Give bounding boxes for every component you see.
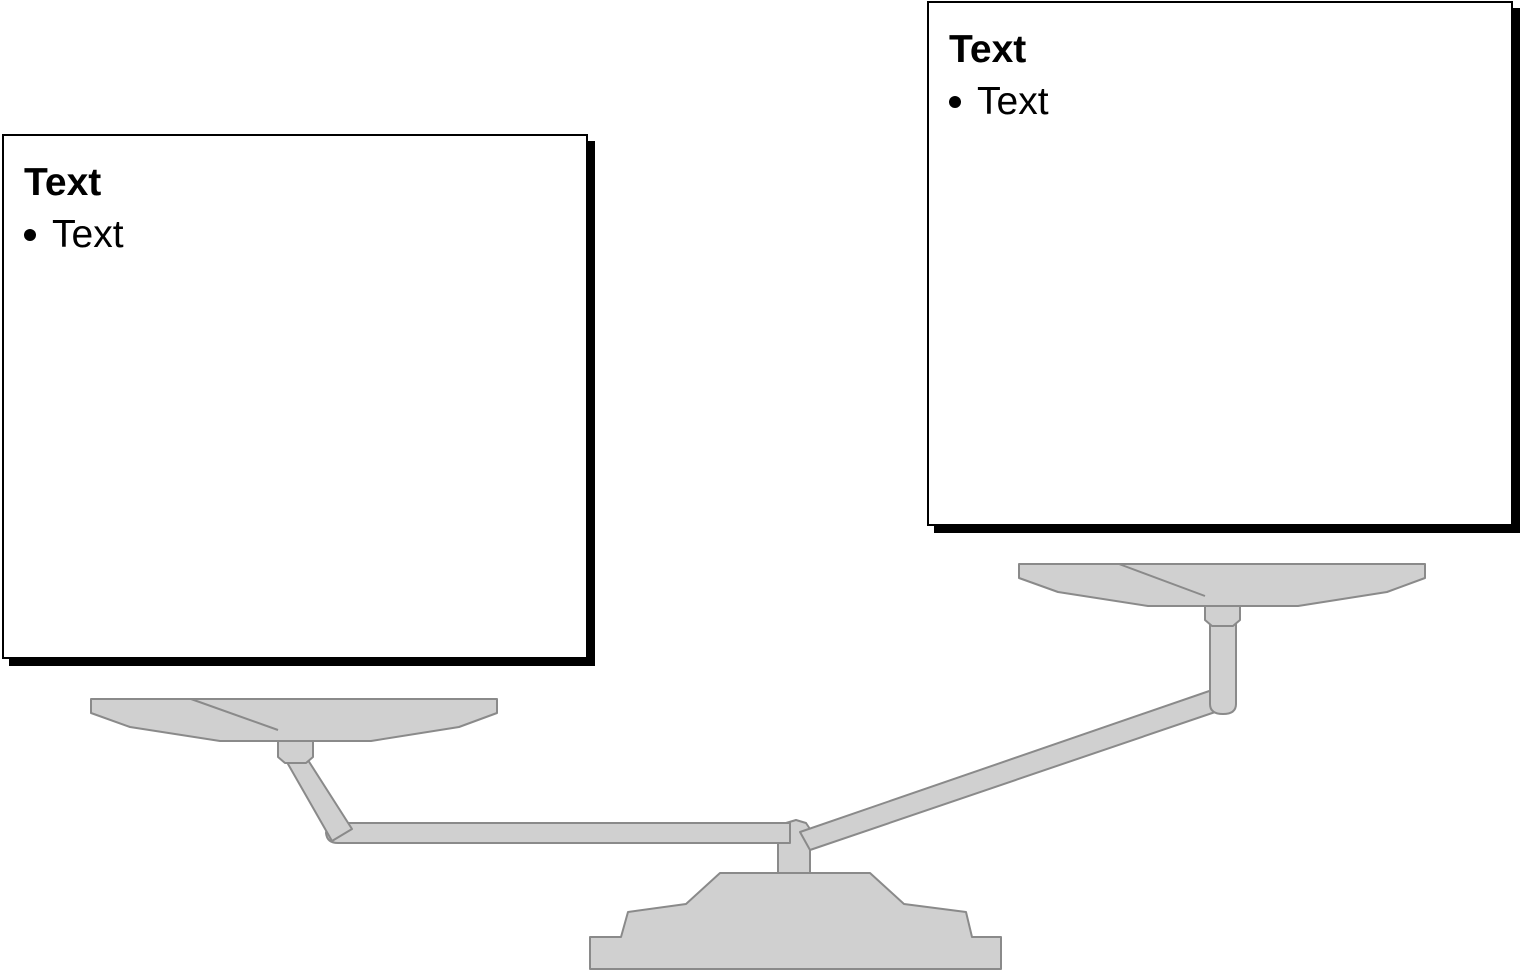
left-box-bullet: Text bbox=[24, 210, 124, 260]
bullet-dot-icon bbox=[949, 96, 961, 108]
bullet-dot-icon bbox=[24, 229, 36, 241]
scale-base bbox=[590, 873, 1001, 969]
scale-right-collar bbox=[1205, 606, 1240, 626]
scale-left-pan bbox=[91, 699, 497, 741]
scale-left-collar bbox=[278, 741, 313, 763]
scale-right-pan bbox=[1019, 564, 1425, 606]
scale-left-arm bbox=[284, 757, 352, 841]
left-text-box: Text Text bbox=[2, 134, 588, 659]
right-box-bullet-text: Text bbox=[977, 80, 1049, 123]
left-box-heading: Text bbox=[24, 160, 101, 206]
scale-left-beam bbox=[326, 823, 790, 843]
right-text-box: Text Text bbox=[927, 1, 1513, 526]
left-box-bullet-text: Text bbox=[52, 213, 124, 256]
scale-right-beam bbox=[800, 688, 1227, 850]
right-box-heading: Text bbox=[949, 27, 1026, 73]
right-box-bullet: Text bbox=[949, 77, 1049, 127]
scale-right-arm bbox=[1210, 624, 1236, 714]
